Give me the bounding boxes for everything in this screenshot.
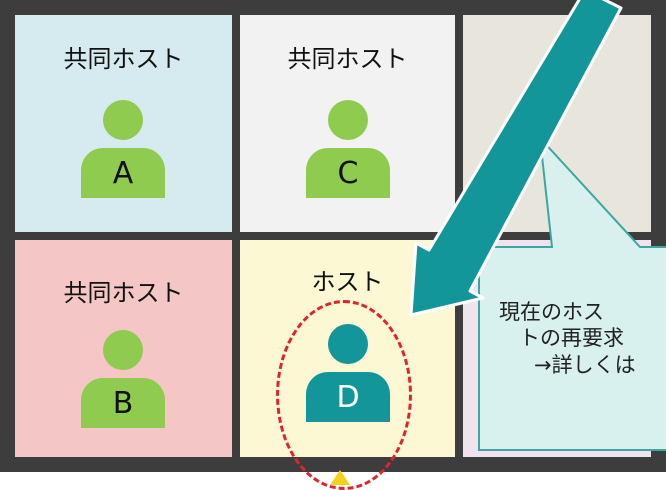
speech-bubble-callout <box>478 135 666 451</box>
avatar-body <box>81 378 165 428</box>
participant-role-label: 共同ホスト <box>63 45 184 73</box>
callout-line-3: →詳しくは <box>534 353 636 377</box>
callout-line-2: トの再要求 <box>519 326 624 350</box>
participant-avatar-icon: A <box>81 100 165 200</box>
participant-role-label: ホスト <box>311 268 384 296</box>
avatar-body <box>81 148 165 198</box>
participant-avatar-icon: C <box>306 100 390 200</box>
participant-tile-cohost-c: 共同ホスト C <box>240 15 455 232</box>
host-highlight-ring <box>276 300 412 490</box>
participant-role-label: 共同ホスト <box>63 279 184 307</box>
callout-line-1: 現在のホス <box>499 300 604 324</box>
participant-tile-cohost-b: 共同ホスト B <box>15 240 232 457</box>
participant-avatar-icon: B <box>81 330 165 430</box>
avatar-head <box>103 100 143 140</box>
avatar-head <box>103 330 143 370</box>
participant-letter: B <box>112 386 134 421</box>
participant-role-label: 共同ホスト <box>287 45 408 73</box>
avatar-body <box>306 148 390 198</box>
participant-tile-cohost-a: 共同ホスト A <box>15 15 232 232</box>
avatar-head <box>328 100 368 140</box>
participant-letter: A <box>112 156 134 191</box>
participant-letter: C <box>337 156 359 191</box>
pointer-arrow-icon <box>409 0 623 317</box>
